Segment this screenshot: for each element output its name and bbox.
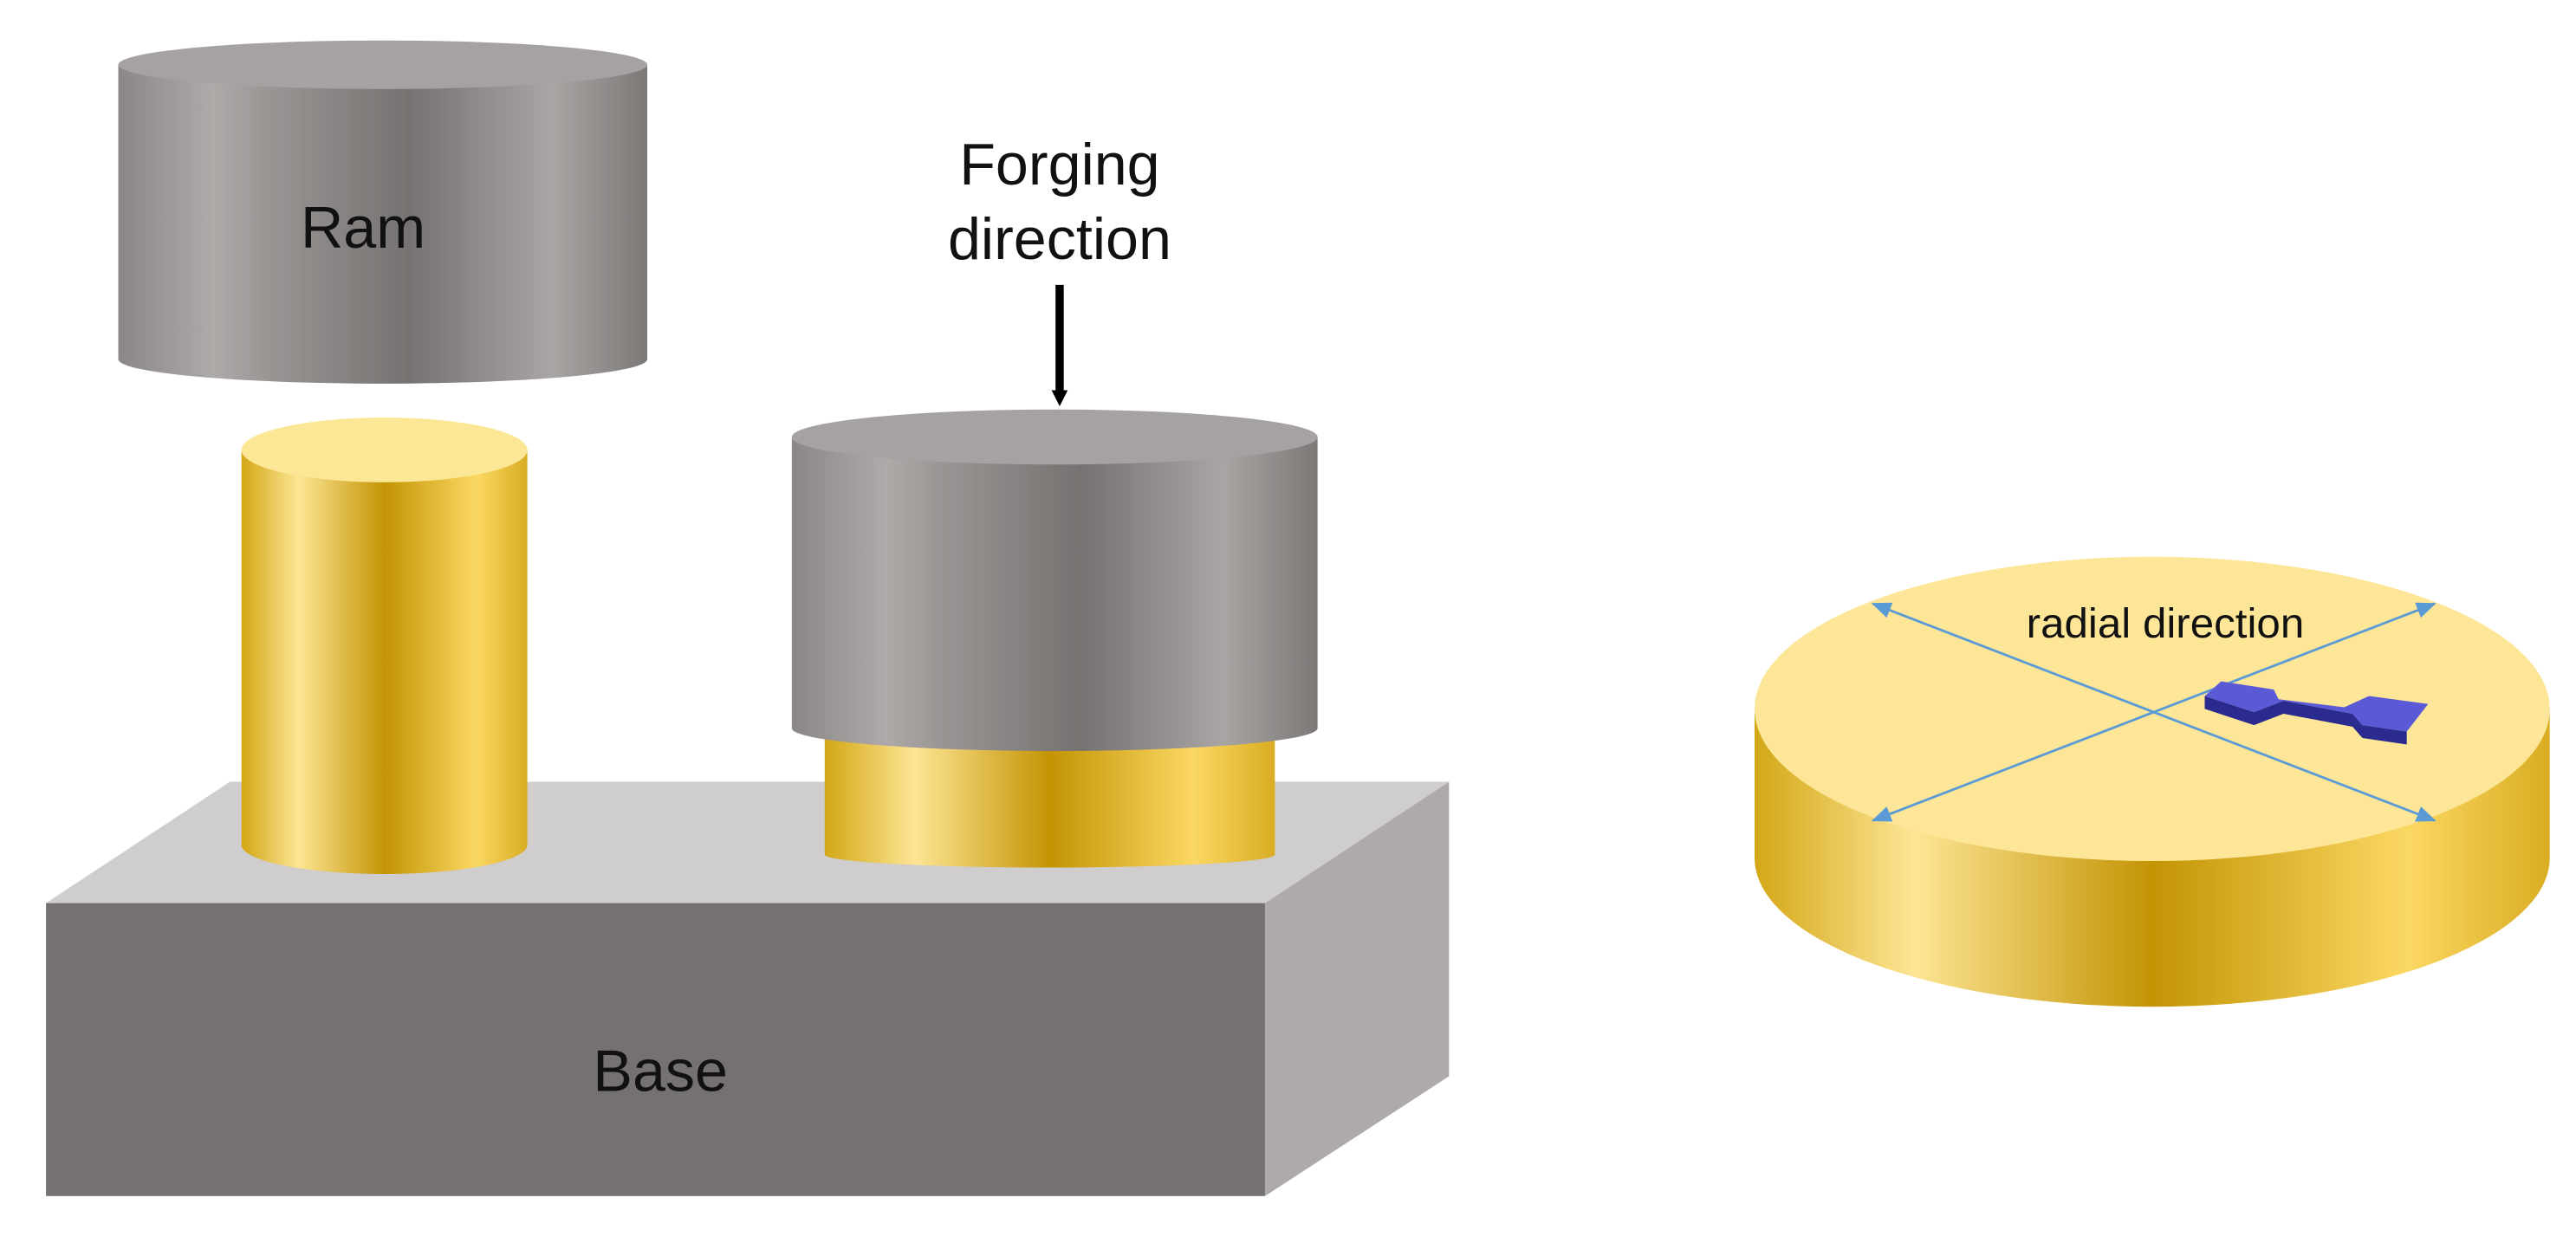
forging-direction-label-line2: direction <box>948 207 1171 271</box>
specimen-top <box>2204 681 2429 732</box>
base-label: Base <box>593 1039 728 1104</box>
forging-direction-label-line1: Forging <box>959 133 1159 197</box>
radial-arrow-2-icon <box>1871 602 2436 822</box>
billet-left <box>241 418 528 874</box>
forged-disc: radial direction <box>1754 556 2550 1007</box>
specimen-side <box>2204 696 2407 745</box>
base-side-face <box>1264 781 1450 1196</box>
forging-direction: Forging direction <box>948 133 1171 406</box>
base-front-face <box>46 903 1265 1196</box>
ram-pressing <box>791 409 1318 751</box>
ram-label: Ram <box>301 196 425 260</box>
billet-left-body <box>241 450 528 874</box>
ram-pressing-body <box>791 437 1318 751</box>
tensile-specimen-icon <box>2204 681 2429 745</box>
ram-pressing-top <box>791 409 1318 465</box>
ram-top <box>118 40 648 89</box>
ram-body <box>118 64 648 384</box>
ram-cylinder: Ram <box>118 40 648 384</box>
forged-piece-body <box>824 731 1275 868</box>
radial-direction-label: radial direction <box>2027 601 2305 648</box>
forged-piece <box>824 731 1275 868</box>
billet-left-top <box>241 418 528 482</box>
